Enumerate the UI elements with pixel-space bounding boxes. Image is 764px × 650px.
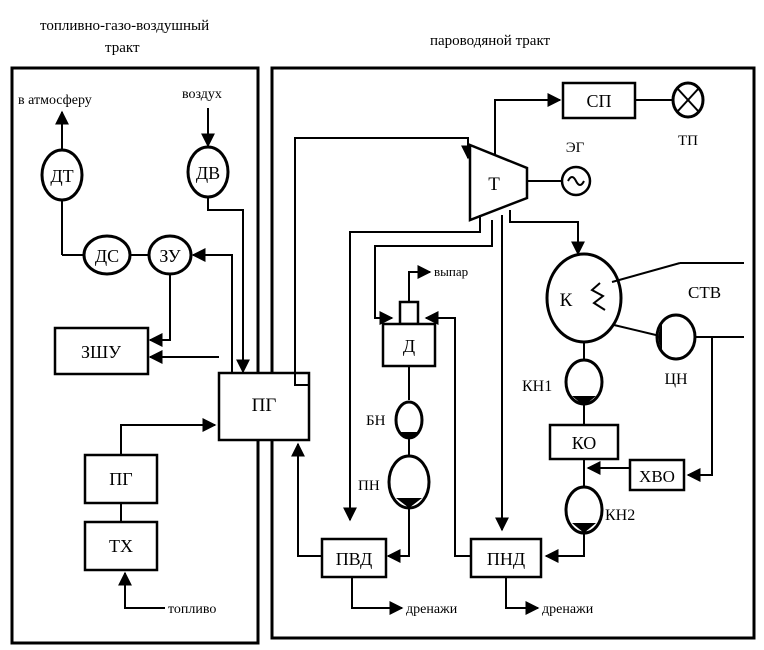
bn-pump-mark <box>400 432 418 440</box>
turbine-to-sp-arrow <box>494 93 562 160</box>
condenser-coil <box>590 282 606 311</box>
turbine-t <box>468 143 529 222</box>
cn-to-hvo-arrow <box>686 337 713 482</box>
tp-label: ТП <box>678 133 698 149</box>
condensate-cleaning-ko <box>548 423 620 461</box>
bn-label: БН <box>366 413 386 429</box>
drains-1-label: дренажи <box>406 602 458 617</box>
drains-2-label: дренажи <box>542 602 594 617</box>
k-label: К <box>560 290 573 311</box>
kn1-label: КН1 <box>522 378 552 395</box>
circulation-pump-cn <box>655 313 697 361</box>
cn-pump-mark <box>658 324 662 350</box>
turbine-to-d-arrow <box>374 220 493 325</box>
steam-water-frame <box>270 66 756 640</box>
pn-to-pvd-arrow <box>386 508 410 563</box>
pnd-drains-arrow <box>505 577 540 615</box>
t-label: Т <box>488 174 500 195</box>
low-pressure-heater-pnd <box>469 537 543 579</box>
pn-label: ПН <box>358 478 380 494</box>
condenser-line-up <box>611 262 681 283</box>
vapor-label: выпар <box>434 264 468 279</box>
turbine-to-pvd-arrow <box>343 215 481 522</box>
tp-cross-2 <box>676 87 700 113</box>
high-pressure-heater-pvd <box>320 537 388 579</box>
condenser-to-cn-line <box>613 324 661 337</box>
tx-label: ТХ <box>109 536 133 556</box>
pvd-drains-arrow <box>351 577 404 615</box>
fuel-gas-air-frame <box>10 66 260 645</box>
network-heater-sp <box>561 81 637 120</box>
condenser-k <box>545 252 623 344</box>
sp-label: СП <box>586 91 611 111</box>
water-treatment-hvo <box>628 458 686 492</box>
hvo-label: ХВО <box>639 467 675 486</box>
fuel-storage-tx <box>83 520 159 572</box>
left-section-title-2: тракт <box>105 40 140 56</box>
fuel-in-arrow <box>118 571 165 609</box>
pg-to-zu-arrow <box>191 248 233 372</box>
air-label: воздух <box>182 87 222 102</box>
kn2-pump-mark <box>572 523 596 533</box>
pg-fuel-label: ПГ <box>109 469 132 489</box>
kn2-to-pnd-arrow <box>544 533 585 563</box>
dv-label: ДВ <box>196 163 220 183</box>
atmosphere-label: в атмосферу <box>18 93 92 108</box>
eg-label: ЭГ <box>566 140 585 156</box>
pnd-label: ПНД <box>487 549 525 569</box>
sine-icon <box>567 176 585 186</box>
fuel-label: топливо <box>168 602 216 617</box>
pvd-label: ПВД <box>336 549 373 569</box>
dt-label: ДТ <box>50 166 73 186</box>
fuel-to-pg-arrow <box>120 418 217 455</box>
left-section-title: топливно-газо-воздушный <box>40 18 209 34</box>
dv-to-pg-arrow <box>207 197 250 374</box>
pnd-to-d-arrow <box>424 311 471 557</box>
pg-main-label: ПГ <box>252 395 277 416</box>
d-label: Д <box>403 336 415 356</box>
pg-to-turbine-arrow <box>294 137 475 386</box>
ash-removal-zshu <box>53 326 150 376</box>
cn-label: ЦН <box>664 371 688 388</box>
zu-label: ЗУ <box>159 246 181 266</box>
kn1-pump-mark <box>572 396 596 406</box>
vapor-arrow <box>408 265 432 302</box>
ds-label: ДС <box>95 246 119 266</box>
zshu-label: ЗШУ <box>81 342 121 362</box>
pn-pump-mark <box>396 498 422 508</box>
ko-label: КО <box>572 433 597 453</box>
pvd-to-pg-arrow <box>291 442 322 557</box>
stv-label: СТВ <box>688 283 721 302</box>
right-section-title: пароводяной тракт <box>430 33 551 49</box>
turbine-to-k-arrow <box>509 210 585 256</box>
zu-to-zshu-arrow <box>148 274 171 347</box>
kn2-label: КН2 <box>605 507 635 524</box>
deaerator-column <box>398 300 420 326</box>
